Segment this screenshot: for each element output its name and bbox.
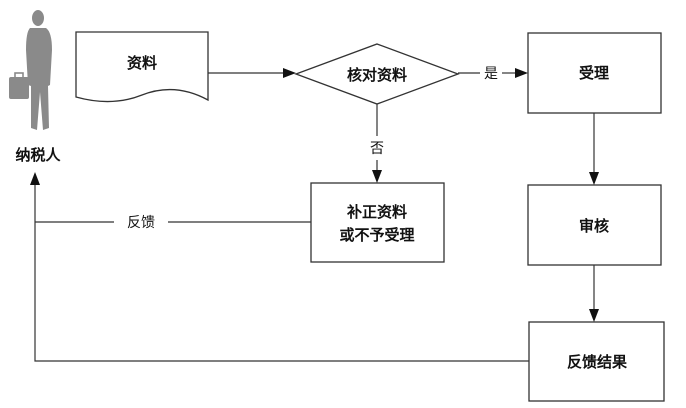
node-supplement: 补正资料 或不予受理 xyxy=(310,182,445,263)
node-accept-label: 受理 xyxy=(579,64,609,82)
edge-no-label: 否 xyxy=(370,141,384,157)
node-verify: 核对资料 xyxy=(294,43,460,105)
node-result-label: 反馈结果 xyxy=(567,353,628,371)
node-supplement-label-line2: 或不予受理 xyxy=(339,226,414,244)
edge-yes-label: 是 xyxy=(484,66,498,82)
actor-label: 纳税人 xyxy=(15,146,61,164)
edge-verify-to-accept: 是 xyxy=(458,66,528,82)
node-verify-label: 核对资料 xyxy=(347,66,407,84)
edge-review-to-result xyxy=(589,265,599,322)
node-accept: 受理 xyxy=(527,32,662,114)
node-supplement-label-line1: 补正资料 xyxy=(346,203,407,221)
node-materials-label: 资料 xyxy=(127,54,157,72)
edge-supplement-feedback: 反馈 xyxy=(35,215,311,231)
edge-feedback-label: 反馈 xyxy=(127,215,155,231)
node-review-label: 审核 xyxy=(579,217,609,235)
edge-verify-to-supplement: 否 xyxy=(370,104,384,183)
edge-materials-to-verify xyxy=(208,68,296,78)
node-result: 反馈结果 xyxy=(528,321,665,402)
node-materials: 资料 xyxy=(75,31,209,103)
node-review: 审核 xyxy=(527,184,662,266)
edge-accept-to-review xyxy=(589,113,599,185)
edge-result-to-actor xyxy=(30,172,529,362)
businessman-silhouette-icon xyxy=(9,10,52,130)
